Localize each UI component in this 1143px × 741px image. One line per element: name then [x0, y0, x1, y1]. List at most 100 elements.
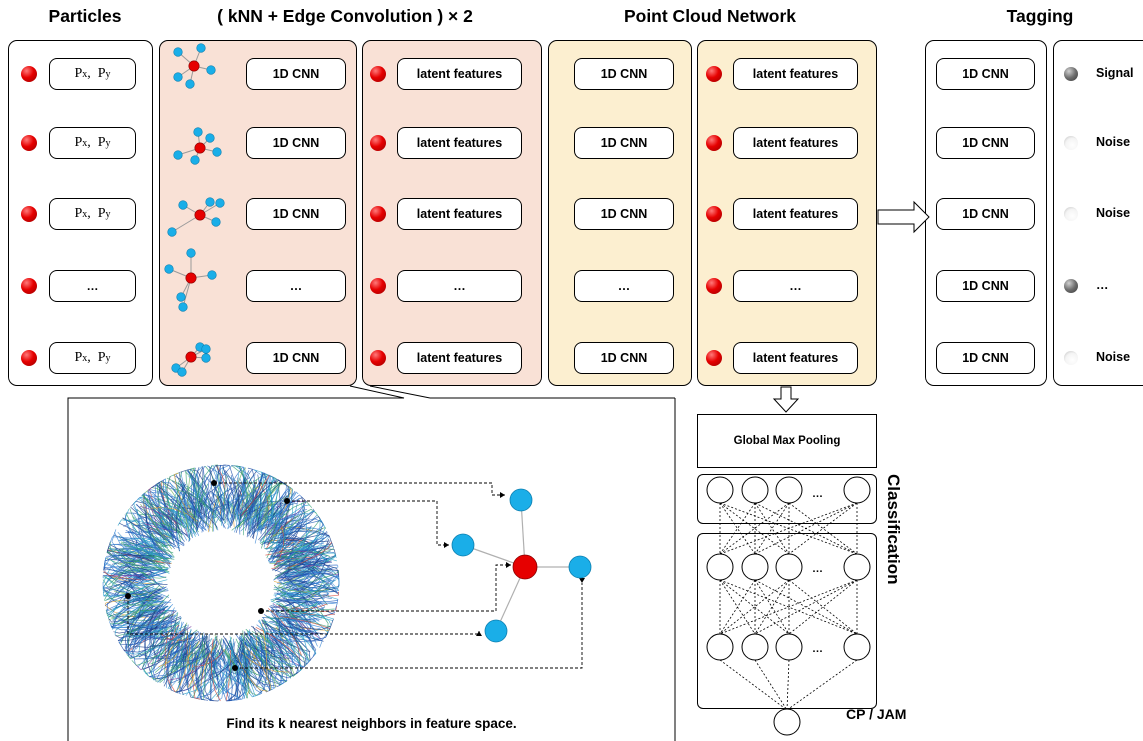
particle-feature-box: …: [49, 270, 136, 302]
query-node: [512, 554, 538, 580]
neuron-layer: [706, 476, 871, 504]
tag-label: Signal: [1096, 66, 1134, 80]
momentum-x: x: [82, 208, 88, 220]
hidden-layer-1-ellipsis: …: [812, 563, 823, 575]
particle-dot: [21, 135, 37, 151]
neuron: [843, 476, 871, 504]
edge-conv-latent-box: latent features: [397, 127, 522, 159]
pcn-cnn-box: …: [574, 270, 674, 302]
neuron-layer: [706, 633, 871, 661]
neuron: [706, 476, 734, 504]
arrow-head: [444, 542, 449, 548]
neighbor-node: [196, 43, 206, 53]
momentum-py: P: [97, 135, 106, 150]
center-node: [194, 209, 206, 221]
global-max-pooling-box: Global Max Pooling: [697, 414, 877, 468]
ring-hole: [169, 531, 273, 635]
neighbor-node: [211, 217, 221, 227]
input-layer-ellipsis: …: [812, 488, 823, 500]
pcn-latent-box: latent features: [733, 342, 858, 374]
header-tagging: Tagging: [1006, 6, 1074, 26]
connection: [754, 659, 788, 711]
edge-conv-cnn-box: 1D CNN: [246, 198, 346, 230]
edge-conv-latent-box: latent features: [397, 58, 522, 90]
particle-dot: [21, 66, 37, 82]
dashed-link: [261, 564, 511, 612]
neighbor-node: [173, 47, 183, 57]
source-point: [284, 498, 290, 504]
ellipsis: …: [86, 279, 99, 293]
neuron: [843, 633, 871, 661]
edge-conv-latent-box: latent features: [397, 342, 522, 374]
latent-dot: [706, 66, 722, 82]
tagging-cnn-box: 1D CNN: [936, 58, 1035, 90]
header-point-cloud-network: Point Cloud Network: [623, 6, 797, 26]
connection: [719, 502, 858, 555]
arrow-head: [506, 562, 511, 568]
tag-indicator-dot: [1064, 67, 1078, 81]
neighbor-node: [201, 344, 211, 354]
pcn-latent-box: latent features: [733, 198, 858, 230]
neighbor-node: [207, 270, 217, 280]
tag-label: Noise: [1096, 135, 1131, 149]
neighbor-node: [164, 264, 174, 274]
connection: [719, 579, 790, 635]
edge-conv-latent-box: latent features: [397, 198, 522, 230]
header-particles: Particles: [48, 6, 122, 26]
latent-dot: [706, 350, 722, 366]
connection: [754, 502, 858, 555]
neighbor-node: [212, 147, 222, 157]
neuron: [741, 553, 769, 581]
connection: [754, 579, 790, 635]
tag-indicator-dot: [1064, 207, 1078, 221]
neighbor-node: [201, 353, 211, 363]
latent-dot: [706, 206, 722, 222]
connection: [788, 579, 858, 635]
neuron: [706, 553, 734, 581]
latent-dot: [370, 66, 386, 82]
tag-indicator-dot: [1064, 351, 1078, 365]
particle-dot: [21, 206, 37, 222]
edge-conv-cnn-box: …: [246, 270, 346, 302]
neighbor-node: [215, 198, 225, 208]
neuron: [741, 633, 769, 661]
layer-connections: [719, 502, 858, 555]
tagging-cnn-box: 1D CNN: [936, 342, 1035, 374]
arrow-head: [500, 492, 505, 498]
latent-dot: [370, 350, 386, 366]
pcn-latent-box: …: [733, 270, 858, 302]
tagging-cnn-box: 1D CNN: [936, 198, 1035, 230]
arrow-head: [476, 631, 482, 636]
knn-neighbor-graph: [173, 127, 222, 165]
tag-label: …: [1096, 278, 1109, 292]
neighbor-node: [177, 367, 187, 377]
neighbor-node: [173, 72, 183, 82]
latent-dot: [370, 278, 386, 294]
feature-space-links: [127, 482, 583, 669]
pcn-cnn-box: 1D CNN: [574, 198, 674, 230]
tag-label: Noise: [1096, 350, 1131, 364]
header-knn-edge-convolution: ( kNN + Edge Convolution ) × 2: [217, 6, 473, 26]
output-neuron: [773, 708, 801, 736]
center-node: [185, 272, 197, 284]
center-node: [188, 60, 200, 72]
neighbor-node: [509, 488, 533, 512]
dashed-link: [214, 482, 505, 496]
connection: [788, 579, 858, 635]
neuron: [843, 553, 871, 581]
neighbor-node: [193, 127, 203, 137]
neuron: [775, 553, 803, 581]
momentum-x: x: [82, 68, 88, 80]
tagging-cnn-box: 1D CNN: [936, 127, 1035, 159]
tag-indicator-dot: [1064, 136, 1078, 150]
momentum-p: P: [74, 350, 83, 365]
momentum-py: P: [97, 66, 106, 81]
pcn-cnn-box: 1D CNN: [574, 127, 674, 159]
